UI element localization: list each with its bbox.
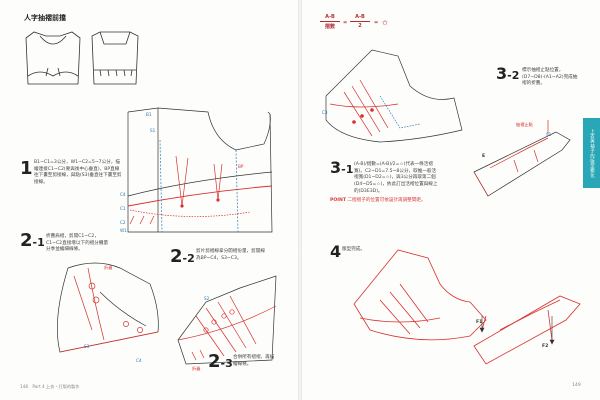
label-c2: C2 — [120, 220, 126, 225]
right-page — [300, 0, 600, 400]
label-gather-stop: 抽褶止點 — [516, 122, 533, 127]
point-note-label: POINT — [330, 198, 346, 203]
step2-1-draft — [57, 262, 159, 353]
step-1-text: B1~C1=3公分，W1~C2=5~7公分，描繪連接C1~C2(要與後中心垂直)… — [34, 160, 122, 185]
step3-1-draft — [325, 49, 463, 143]
bodice-sketch-2 — [91, 31, 139, 85]
label-c1: C1 — [120, 206, 126, 211]
label-c3: C3 — [322, 110, 328, 115]
formula-fraction-2: A-B 2 — [350, 14, 370, 29]
label-e: E — [482, 154, 486, 159]
formula-equals-2: = — [374, 20, 379, 26]
label-f1: F1 — [476, 320, 483, 325]
label-bp: BP — [238, 164, 244, 169]
label-c4-2: C4 — [136, 358, 142, 363]
step-2-3-text: 合併所有褶褶，再描繪線條。 — [233, 355, 275, 367]
step-3-2-number: 3-2 — [496, 64, 520, 83]
step4-arrows — [479, 316, 555, 345]
step-2-3-number: 2-3 — [208, 351, 233, 372]
step-2-2-text: 剪片剪褶線拿分開褶份量，剪開線為BP~C4，S3~C3。 — [196, 249, 265, 261]
formula-equals-1: = — [343, 20, 348, 26]
point-note-text: 二摺褶子的位置可依設計再調整間距。 — [347, 198, 426, 203]
label-w1: W1 — [120, 228, 127, 233]
point-note: POINT 二摺褶子的位置可依設計再調整間距。 — [330, 198, 444, 205]
step-3-1-number: 3-1 — [330, 158, 354, 177]
page-number-left: 148 — [20, 384, 28, 389]
page-title: 人字抽褶前擋 — [24, 14, 66, 22]
step-2-1-text: 折疊肩褶，剪開C1~C2，C1~C2直接增以下的褶分攤量分季並繪細線條。 — [46, 234, 109, 253]
label-s2: S2 — [204, 296, 210, 301]
formula-fraction-1: A-B 摺數 — [320, 14, 340, 30]
footer-section: 148 Part 4 上衣・打版的製作 — [20, 384, 79, 390]
step-2-1-number: 2-1 — [20, 230, 45, 251]
label-f2: F2 — [542, 344, 549, 349]
label-s1-right: S1 — [546, 132, 552, 137]
step-3-2-text: 標示抽褶止點位置，(D7~D8)-(A1~A2)完成抽褶的折疊。 — [522, 68, 578, 87]
step4-final-pattern — [353, 249, 581, 365]
label-s3: S3 — [84, 344, 90, 349]
star-icon: ✩ — [382, 19, 388, 27]
bodice-sketch-1 — [25, 31, 81, 85]
label-c4: C4 — [120, 192, 126, 197]
step-1-number: 1 — [20, 158, 33, 179]
step3-2-draft — [473, 120, 571, 197]
step1-draft — [127, 107, 273, 233]
step-2-2-number: 2-2 — [170, 246, 195, 267]
step-3-1-text: (A-B)/摺數=(A-B)/2=☆(代表一條活褶寬)。C2~D1=7.5~8公… — [354, 162, 438, 194]
label-s1: S1 — [150, 128, 156, 133]
step2-2-draft — [177, 275, 277, 365]
book-gutter — [298, 0, 302, 400]
step-4-text: 版型完成。 — [342, 247, 365, 252]
step-4-number: 4 — [330, 242, 342, 261]
label-fold-a: 折疊 — [104, 265, 113, 270]
label-b1: B1 — [146, 112, 152, 117]
chapter-side-tab: 上衣與袖子的版型變化 — [583, 118, 600, 188]
footer-section-title: Part 4 上衣・打版的製作 — [32, 384, 80, 389]
page-number-right: 149 — [572, 383, 581, 388]
label-fold-b: 折疊 — [192, 366, 201, 371]
